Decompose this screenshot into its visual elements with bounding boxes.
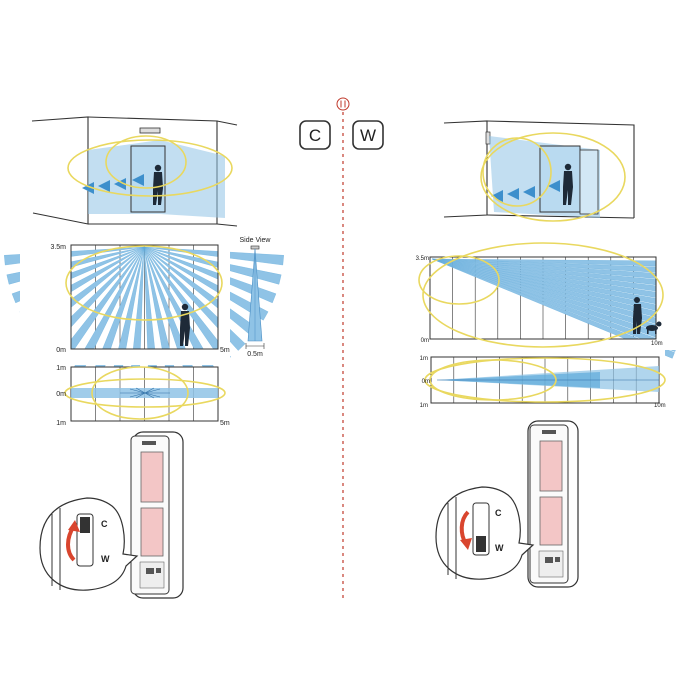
left-vertical-right-label: 5m xyxy=(220,347,230,354)
mode-w-box xyxy=(352,120,384,150)
highlight-ring xyxy=(422,242,664,348)
highlight-ring-inner xyxy=(105,135,187,189)
right-horizontal-right-label: 10m xyxy=(654,403,666,409)
highlight-ring xyxy=(424,357,666,403)
upper-lens xyxy=(539,440,563,492)
top-clip xyxy=(542,430,556,434)
highlight-ring-inner xyxy=(418,255,500,305)
left-horizontal-right-label: 5m xyxy=(220,420,230,427)
side-view-title: Side View xyxy=(239,237,271,244)
beam-mask xyxy=(20,240,71,352)
switch-knob-up xyxy=(80,517,90,533)
highlight-ring-inner xyxy=(91,366,189,420)
side-view-width-label: 0.5m xyxy=(247,351,263,358)
left-device xyxy=(130,431,184,599)
left-horizontal-top-label: 1m xyxy=(56,365,66,372)
left-switch-callout: C W xyxy=(39,497,139,591)
approach-arrows xyxy=(82,174,144,194)
beam-mask xyxy=(0,349,230,365)
mode-selector-header: C W xyxy=(299,97,384,600)
lower-lens xyxy=(539,496,563,546)
left-switch-c-label: C xyxy=(101,519,108,529)
left-horizontal-fan xyxy=(120,387,170,399)
circuit-area xyxy=(538,550,564,578)
right-vertical-bottom-label: 0m xyxy=(421,338,429,344)
right-room-illustration xyxy=(443,120,635,222)
switch-knob-down xyxy=(476,536,486,552)
top-clip xyxy=(142,441,156,445)
left-vertical-top-label: 3.5m xyxy=(50,244,66,251)
left-horizontal-middle-label: 0m xyxy=(56,391,66,398)
left-vertical-bottom-label: 0m xyxy=(56,347,66,354)
right-vertical-right-label: 10m xyxy=(651,341,663,347)
lower-lens xyxy=(140,507,164,557)
person-icon xyxy=(180,303,190,346)
right-vertical-top-label: 3.5m xyxy=(416,256,429,262)
right-horizontal-bottom-label: 1m xyxy=(420,403,428,409)
beam-ray xyxy=(143,246,269,321)
highlight-ring xyxy=(480,132,626,222)
left-side-view: Side View 0.5m xyxy=(239,237,271,358)
pause-icon xyxy=(336,97,350,111)
mode-c-label: C xyxy=(309,126,321,145)
beam-ray xyxy=(431,258,675,359)
left-room-illustration xyxy=(31,116,238,227)
highlight-ring xyxy=(64,378,226,408)
highlight-ring-inner xyxy=(482,137,552,207)
highlight-ring xyxy=(67,139,233,197)
left-switch-w-label: W xyxy=(101,554,110,564)
right-switch-callout: C W xyxy=(435,486,535,580)
right-switch-c-label: C xyxy=(495,508,502,518)
person-icon xyxy=(153,164,163,205)
right-horizontal-top-label: 1m xyxy=(420,356,428,362)
left-horizontal-pattern: 1m 0m 1m 5m xyxy=(56,365,230,427)
door xyxy=(539,145,581,213)
circuit-area xyxy=(139,561,165,589)
right-vertical-pattern: 3.5m 0m 10m xyxy=(416,242,700,369)
upper-lens xyxy=(140,451,164,503)
mode-w-label: W xyxy=(360,126,376,145)
person-icon xyxy=(563,163,573,205)
beam-ray xyxy=(143,246,284,266)
beam-mask xyxy=(218,240,230,352)
ceiling-sensor xyxy=(139,127,161,134)
left-horizontal-bottom-label: 1m xyxy=(56,420,66,427)
dog-icon xyxy=(646,321,662,334)
approach-arrows xyxy=(491,180,560,202)
frame xyxy=(429,256,657,340)
right-horizontal-middle-label: 0m xyxy=(422,379,430,385)
beam-ray xyxy=(143,246,277,304)
right-device xyxy=(527,420,579,588)
right-switch-w-label: W xyxy=(495,543,504,553)
mode-c-box xyxy=(299,120,331,150)
right-horizontal-pattern: 1m 0m 1m 10m xyxy=(420,356,666,409)
left-vertical-pattern: 3.5m 0m 5m xyxy=(0,240,284,388)
highlight-ring xyxy=(65,245,223,321)
beam-mask xyxy=(656,250,700,350)
